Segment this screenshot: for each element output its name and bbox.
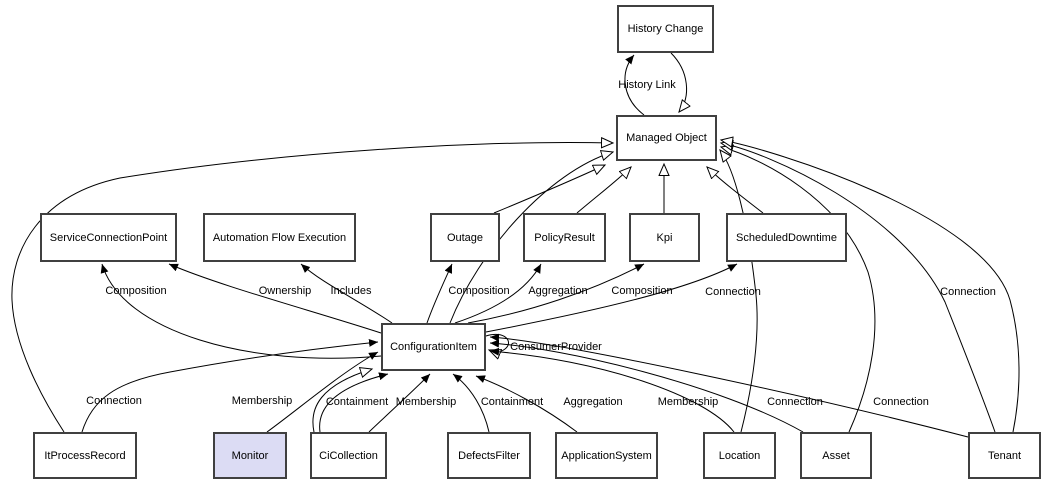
edge-tenant-to-managed-object — [721, 143, 996, 433]
edge-tenant-to-managed-object — [721, 140, 1020, 433]
node-label: Outage — [446, 231, 484, 244]
node-label: Automation Flow Execution — [212, 231, 347, 244]
node-label: Asset — [822, 449, 850, 462]
edge-policy-result-to-managed-object — [576, 167, 631, 214]
node-label: Tenant — [987, 449, 1022, 462]
node-defects-filter[interactable]: DefectsFilter — [447, 432, 531, 479]
node-monitor[interactable]: Monitor — [213, 432, 287, 479]
node-label: Monitor — [231, 449, 269, 462]
edge-history-change-to-managed-object — [670, 52, 687, 112]
node-label: PolicyResult — [534, 231, 595, 244]
edge-configuration-item-to-automation-flow-execution — [300, 263, 393, 324]
edge-configuration-item-to-scheduled-downtime — [485, 263, 738, 333]
edge-asset-to-configuration-item — [489, 339, 804, 433]
edge-configuration-item-to-policy-result — [454, 263, 542, 324]
edge-managed-object-to-history-change — [624, 54, 645, 116]
edge-location-to-configuration-item — [489, 347, 735, 433]
node-history-change[interactable]: History Change — [617, 5, 714, 53]
node-scheduled-downtime[interactable]: ScheduledDowntime — [726, 213, 847, 262]
node-automation-flow-execution[interactable]: Automation Flow Execution — [203, 213, 356, 262]
edge-ci-collection-to-configuration-item — [312, 369, 372, 433]
edge-tenant-to-configuration-item — [489, 333, 969, 438]
edge-asset-to-managed-object — [721, 147, 876, 433]
node-kpi[interactable]: Kpi — [629, 213, 700, 262]
node-label: ServiceConnectionPoint — [49, 231, 168, 244]
edge-ci-collection-to-configuration-item — [368, 373, 431, 433]
node-label: ScheduledDowntime — [736, 231, 837, 244]
node-policy-result[interactable]: PolicyResult — [523, 213, 606, 262]
edge-it-process-record-to-managed-object — [11, 143, 613, 433]
edge-application-system-to-configuration-item — [475, 375, 578, 433]
edge-configuration-item-to-managed-object — [449, 152, 613, 324]
edge-it-process-record-to-configuration-item — [81, 338, 379, 433]
edge-scheduled-downtime-to-managed-object — [707, 167, 764, 214]
node-managed-object[interactable]: Managed Object — [616, 115, 717, 161]
node-label: ApplicationSystem — [561, 449, 652, 462]
node-configuration-item[interactable]: ConfigurationItem — [381, 323, 486, 371]
edge-configuration-item-to-outage — [426, 263, 453, 324]
edge-configuration-item-to-kpi — [467, 263, 645, 324]
node-location[interactable]: Location — [703, 432, 776, 479]
edge-location-to-managed-object — [720, 150, 758, 433]
node-label: DefectsFilter — [458, 449, 520, 462]
node-outage[interactable]: Outage — [430, 213, 500, 262]
edge-defects-filter-to-configuration-item — [452, 373, 490, 433]
node-application-system[interactable]: ApplicationSystem — [555, 432, 658, 479]
edge-ci-collection-to-configuration-item — [319, 372, 389, 433]
edge-configuration-item-to-service-connection-point — [100, 263, 382, 359]
node-label: ItProcessRecord — [44, 449, 126, 462]
edge-monitor-to-configuration-item — [266, 351, 379, 433]
edge-outage-to-managed-object — [493, 165, 605, 214]
edge-configuration-item-to-service-connection-point — [168, 263, 382, 334]
node-tenant[interactable]: Tenant — [968, 432, 1041, 479]
node-it-process-record[interactable]: ItProcessRecord — [33, 432, 137, 479]
node-ci-collection[interactable]: CiCollection — [310, 432, 387, 479]
node-label: Location — [718, 449, 761, 462]
node-label: ConfigurationItem — [390, 341, 477, 353]
node-label: Kpi — [656, 231, 673, 244]
node-service-connection-point[interactable]: ServiceConnectionPoint — [40, 213, 177, 262]
node-label: CiCollection — [319, 449, 378, 462]
node-asset[interactable]: Asset — [800, 432, 872, 479]
node-label: History Change — [627, 23, 704, 35]
node-label: Managed Object — [626, 132, 707, 144]
